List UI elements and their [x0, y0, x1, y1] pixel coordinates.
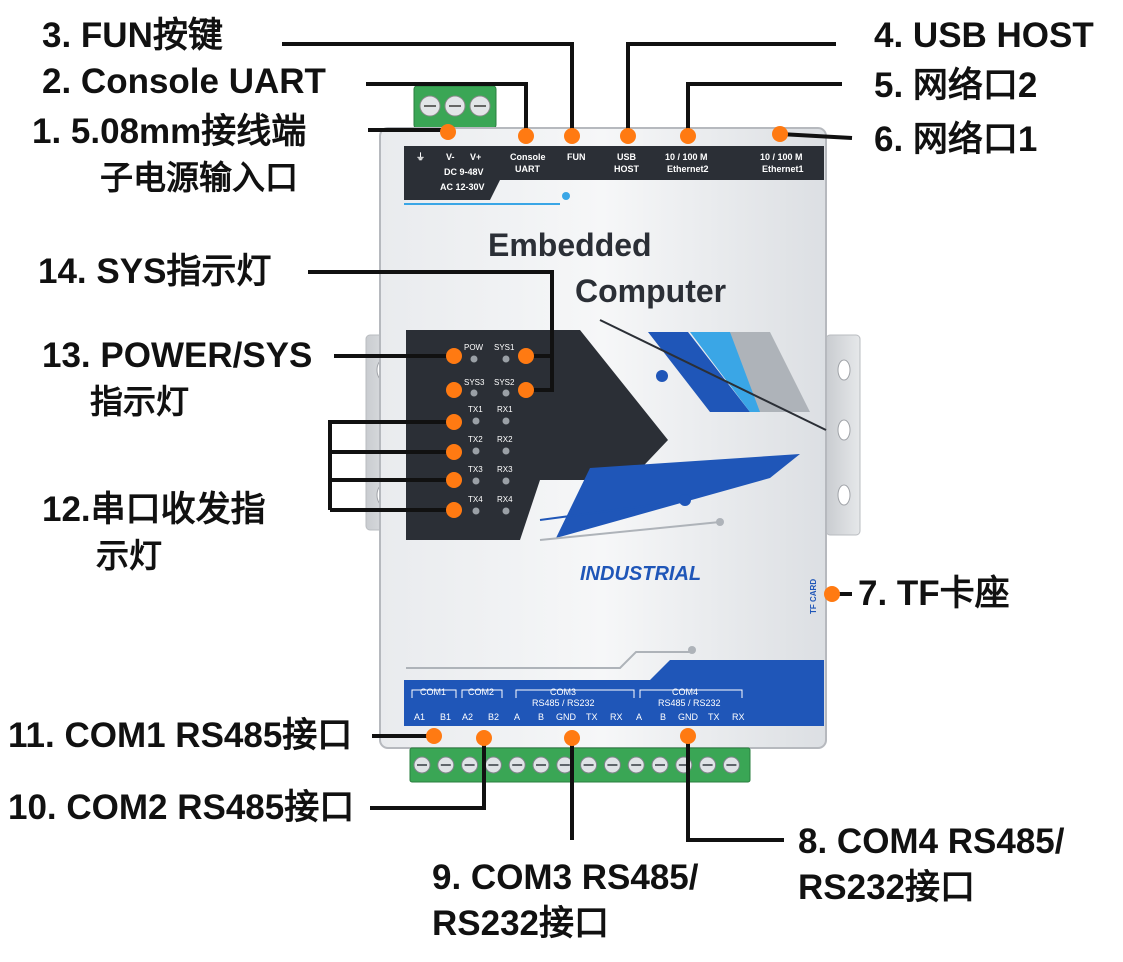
- tf-card-label: TF CARD: [809, 579, 818, 614]
- callout-5: 5. 网络口2: [874, 66, 1038, 105]
- com3-pin-tx: TX: [586, 712, 598, 722]
- callout-4: 4. USB HOST: [874, 16, 1094, 55]
- com2-pin-b2: B2: [488, 712, 499, 722]
- label-eth1-speed: 10 / 100 M: [760, 152, 803, 162]
- callout-10: 10. COM2 RS485接口: [8, 788, 355, 827]
- callout-3: 3. FUN按键: [42, 16, 223, 55]
- svg-text:⏚: ⏚: [416, 152, 425, 162]
- label-v-minus: V-: [446, 152, 455, 162]
- led-label-sys1: SYS1: [494, 343, 515, 352]
- com4-label: COM4: [672, 687, 698, 697]
- led-label-rx1: RX1: [497, 405, 513, 414]
- led-label-tx2: TX2: [468, 435, 483, 444]
- callout-14: 14. SYS指示灯: [38, 252, 272, 291]
- industrial-label: INDUSTRIAL: [580, 563, 701, 585]
- led-label-tx4: TX4: [468, 495, 483, 504]
- com4-pin-a: A: [636, 712, 642, 722]
- com3-sub-label: RS485 / RS232: [532, 698, 595, 708]
- callout-13-line2: 指示灯: [90, 383, 189, 420]
- right-mount-rail: [825, 334, 861, 536]
- label-v-plus: V+: [470, 152, 481, 162]
- label-console: Console: [510, 152, 546, 162]
- led-label-sys3: SYS3: [464, 378, 485, 387]
- bottom-terminal-block: [409, 747, 751, 783]
- bottom-label-panel: [404, 660, 824, 726]
- label-fun: FUN: [567, 152, 586, 162]
- callout-1-line1: 1. 5.08mm接线端: [32, 112, 307, 151]
- label-uart: UART: [515, 164, 540, 174]
- com4-sub-label: RS485 / RS232: [658, 698, 721, 708]
- led-label-tx1: TX1: [468, 405, 483, 414]
- led-label-rx4: RX4: [497, 495, 513, 504]
- com4-pin-tx: TX: [708, 712, 720, 722]
- callout-1-line2: 子电源输入口: [100, 159, 298, 196]
- callout-8-line2: RS232接口: [798, 868, 976, 907]
- decor-stripes: [539, 319, 827, 541]
- label-eth2: Ethernet2: [667, 164, 709, 174]
- led-dots: [470, 355, 510, 515]
- callout-7: 7. TF卡座: [858, 574, 1010, 613]
- com1-label: COM1: [420, 687, 446, 697]
- com2-pin-a2: A2: [462, 712, 473, 722]
- brand-computer: Computer: [575, 273, 726, 309]
- label-host: HOST: [614, 164, 640, 174]
- led-label-sys2: SYS2: [494, 378, 515, 387]
- led-label-rx2: RX2: [497, 435, 513, 444]
- com4-pin-gnd: GND: [678, 712, 699, 722]
- com3-pin-a: A: [514, 712, 520, 722]
- com4-pin-rx: RX: [732, 712, 745, 722]
- com3-pin-b: B: [538, 712, 544, 722]
- callout-11: 11. COM1 RS485接口: [8, 716, 353, 755]
- led-label-rx3: RX3: [497, 465, 513, 474]
- led-label-pow: POW: [464, 343, 484, 352]
- callout-markers: [426, 124, 840, 746]
- label-eth1: Ethernet1: [762, 164, 804, 174]
- label-eth2-speed: 10 / 100 M: [665, 152, 708, 162]
- com2-label: COM2: [468, 687, 494, 697]
- callout-9-line2: RS232接口: [432, 904, 610, 943]
- callout-lines: [282, 42, 853, 842]
- callout-6: 6. 网络口1: [874, 120, 1038, 159]
- com3-label: COM3: [550, 687, 576, 697]
- com3-pin-rx: RX: [610, 712, 623, 722]
- brand-embedded: Embedded: [488, 227, 652, 263]
- callout-12-line2: 示灯: [96, 537, 162, 574]
- led-panel: [406, 330, 668, 540]
- callout-13-line1: 13. POWER/SYS: [42, 336, 313, 375]
- com1-pin-b1: B1: [440, 712, 451, 722]
- power-terminal-block: [413, 85, 497, 129]
- callout-2: 2. Console UART: [42, 62, 326, 101]
- label-ac: AC 12-30V: [440, 182, 485, 192]
- com4-pin-b: B: [660, 712, 666, 722]
- com3-pin-gnd: GND: [556, 712, 577, 722]
- callout-9-line1: 9. COM3 RS485/: [432, 858, 699, 897]
- callout-12-line1: 12.串口收发指: [42, 490, 266, 529]
- led-label-tx3: TX3: [468, 465, 483, 474]
- callout-8-line1: 8. COM4 RS485/: [798, 822, 1065, 861]
- label-dc: DC 9-48V: [444, 167, 484, 177]
- label-usb: USB: [617, 152, 637, 162]
- top-label-panel: [404, 146, 824, 200]
- com1-pin-a1: A1: [414, 712, 425, 722]
